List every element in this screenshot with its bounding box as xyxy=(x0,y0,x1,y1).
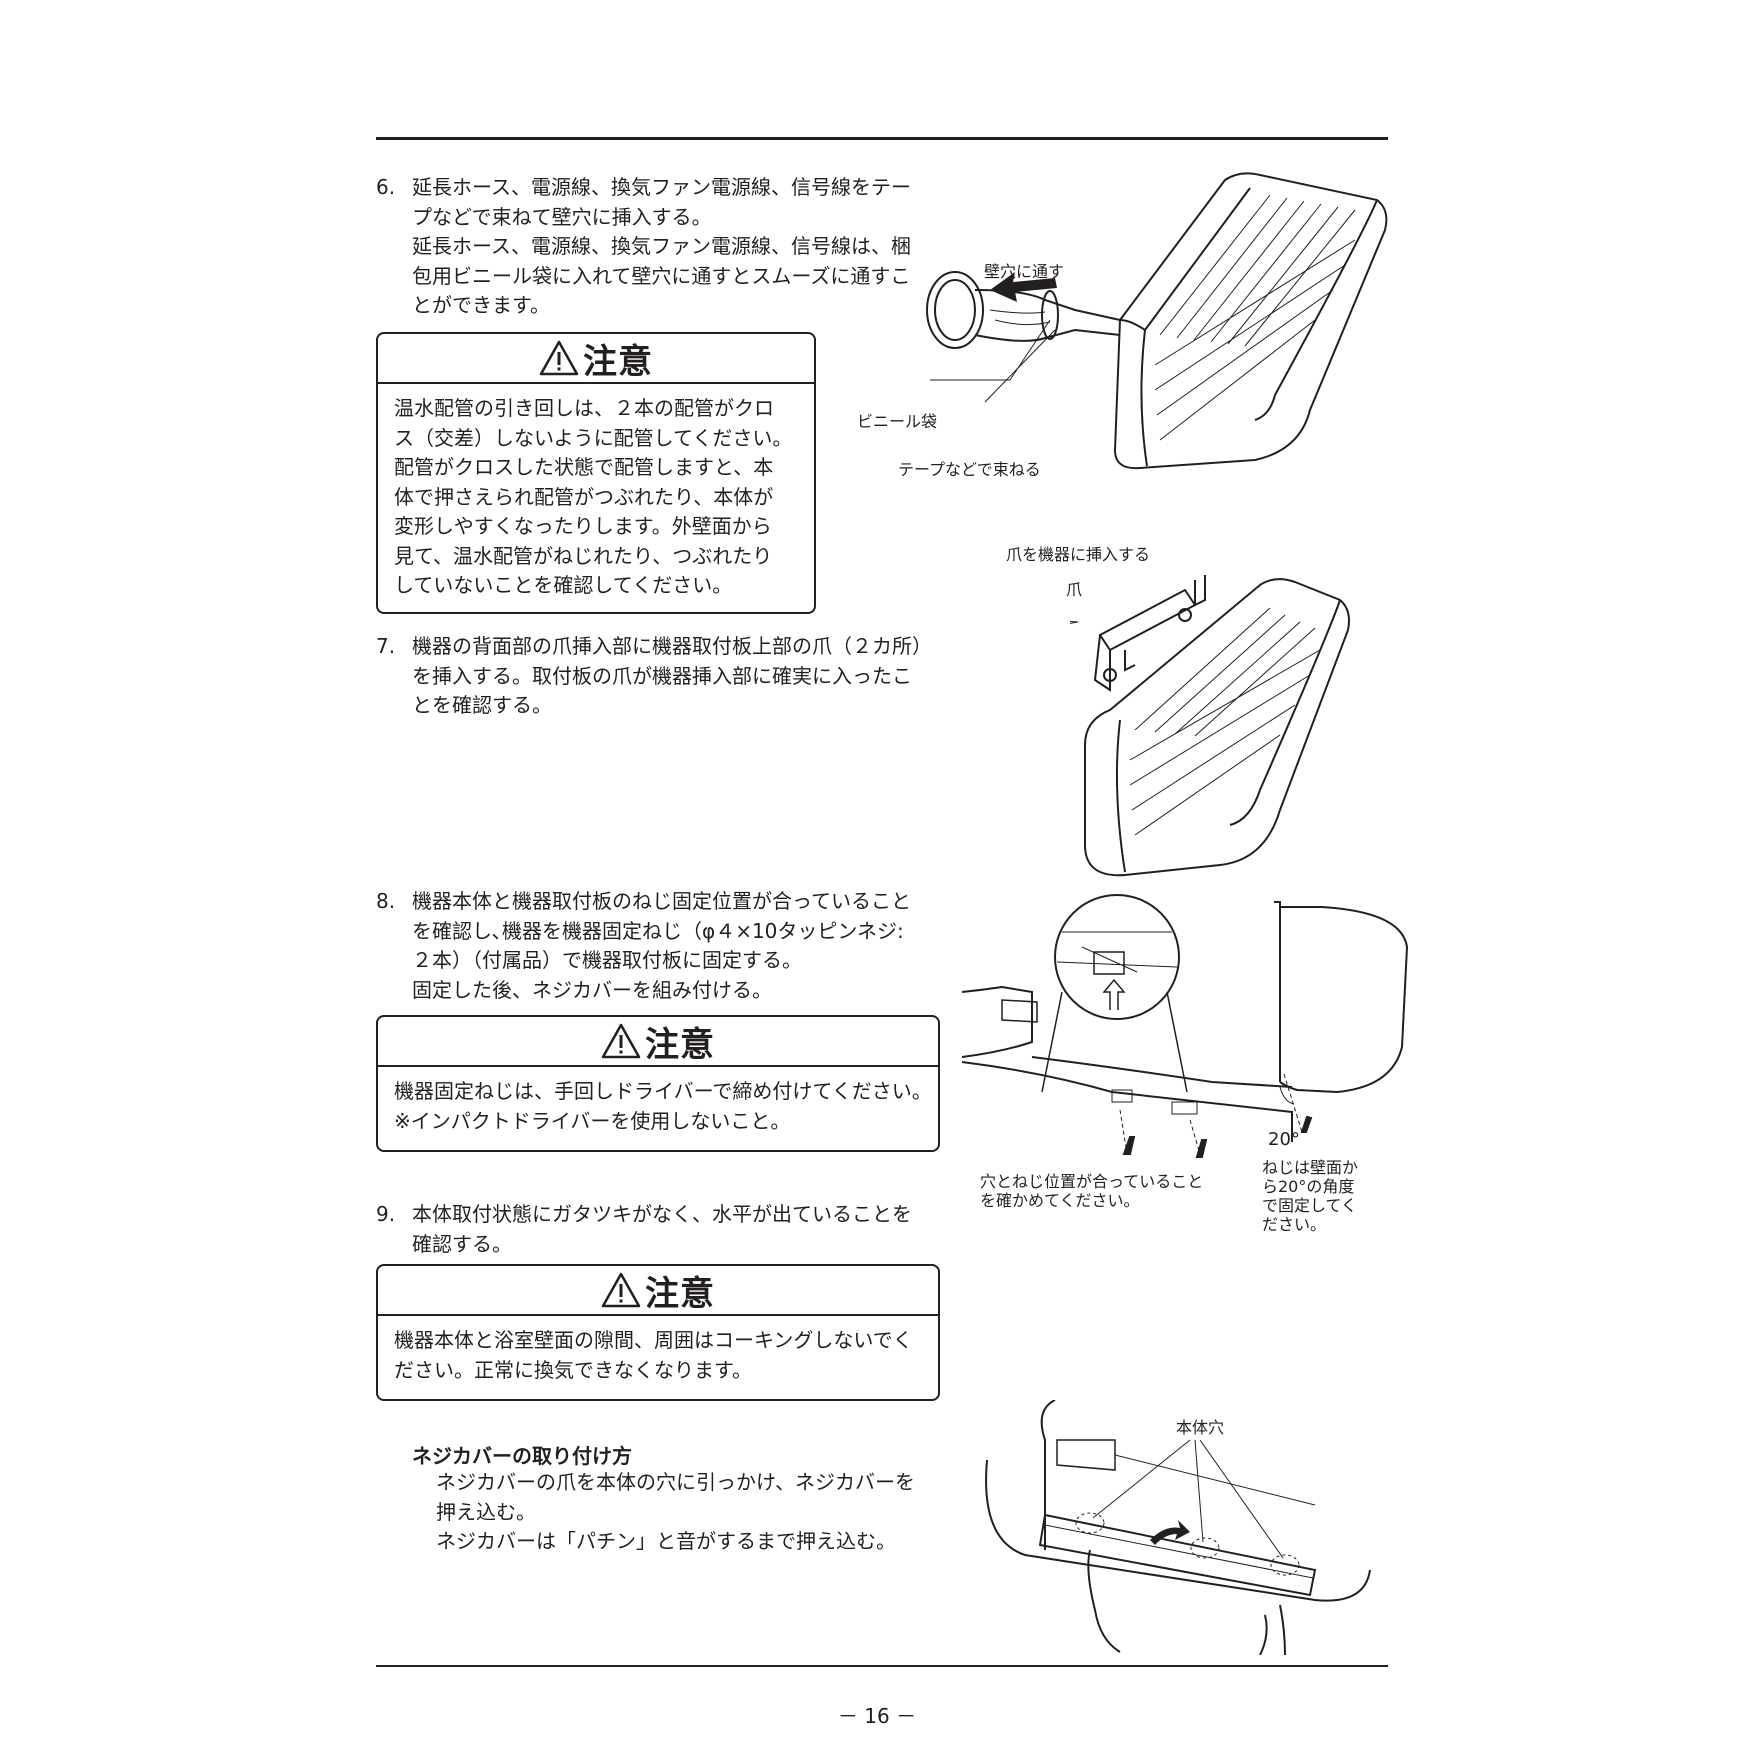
text-line: ※インパクトドライバーを使用しないこと。 xyxy=(394,1108,791,1133)
claw-insert-illustration xyxy=(1070,575,1350,877)
caution-body: 機器本体と浴室壁面の隙間、周囲はコーキングしないでく ださい。正常に換気できなく… xyxy=(378,1316,938,1385)
screw-cover-illustration xyxy=(985,1400,1371,1655)
text-line: 機器の背面部の爪挿入部に機器取付板上部の爪（２カ所） xyxy=(412,634,932,658)
label-insert-claw: 爪を機器に挿入する xyxy=(1006,545,1151,564)
text-line: 機器本体と機器取付板のねじ固定位置が合っていること xyxy=(412,889,911,913)
step-number: 9. xyxy=(376,1202,396,1226)
figure-screw-positions xyxy=(962,892,1412,1172)
text-line: プなどで束ねて壁穴に挿入する。 xyxy=(412,204,712,229)
figure-claw-insert xyxy=(1070,560,1360,880)
text-line: 機器固定ねじは、手回しドライバーで締め付けてください。 xyxy=(394,1079,932,1103)
text-line: 体で押さえられ配管がつぶれたり、本体が xyxy=(394,484,774,509)
caution-title: 注意 xyxy=(645,1024,715,1065)
text-line: を確かめてください。 xyxy=(980,1191,1140,1210)
text-line: 包用ビニール袋に入れて壁穴に通すとスムーズに通すこ xyxy=(412,263,911,288)
figure-wall-hole xyxy=(915,170,1395,480)
text-line: 確認する。 xyxy=(412,1231,512,1256)
text-line: ス（交差）しないように配管してください。 xyxy=(394,425,793,450)
label-vinyl-bag: ビニール袋 xyxy=(857,412,938,431)
text-line: 温水配管の引き回しは、２本の配管がクロ xyxy=(394,396,774,420)
screw-cover-heading: ネジカバーの取り付け方 xyxy=(412,1444,632,1468)
text-line: ら20°の角度 xyxy=(1262,1177,1355,1196)
label-body-hole: 本体穴 xyxy=(1176,1418,1225,1437)
caution-header: 注意 xyxy=(378,334,814,384)
step-9: 9. 本体取付状態にガタツキがなく、水平が出ていることを 確認する。 xyxy=(376,1200,912,1259)
screw-cover-text: ネジカバーの爪を本体の穴に引っかけ、ネジカバーを 押え込む。 ネジカバーは「パチ… xyxy=(400,1468,915,1557)
caution-title: 注意 xyxy=(645,1273,715,1314)
text-line: 穴とねじ位置が合っていること xyxy=(980,1172,1204,1191)
text-line: 押え込む。 xyxy=(436,1499,536,1524)
caution-box-caulking: 注意 機器本体と浴室壁面の隙間、周囲はコーキングしないでく ださい。正常に換気で… xyxy=(376,1264,940,1401)
text-line: ネジカバーは「パチン」と音がするまで押え込む。 xyxy=(436,1529,896,1553)
text-line: 配管がクロスした状態で配管しますと、本 xyxy=(394,455,774,479)
warning-triangle-icon xyxy=(601,1272,641,1308)
step-7: 7. 機器の背面部の爪挿入部に機器取付板上部の爪（２カ所） を挿入する。取付板の… xyxy=(376,632,932,721)
text-line: を挿入する。取付板の爪が機器挿入部に確実に入ったこ xyxy=(412,663,912,688)
caution-body: 温水配管の引き回しは、２本の配管がクロ ス（交差）しないように配管してください。… xyxy=(378,384,814,601)
step-number: 8. xyxy=(376,889,396,913)
caution-body: 機器固定ねじは、手回しドライバーで締め付けてください。 ※インパクトドライバーを… xyxy=(378,1067,938,1136)
caution-header: 注意 xyxy=(378,1266,938,1316)
caution-box-piping: 注意 温水配管の引き回しは、２本の配管がクロ ス（交差）しないように配管してくだ… xyxy=(376,332,816,614)
text-line: 本体取付状態にガタツキがなく、水平が出ていることを xyxy=(412,1202,912,1226)
text-line: ２本）（付属品）で機器取付板に固定する。 xyxy=(412,948,802,972)
figure-screw-cover xyxy=(985,1400,1375,1655)
text-line: 固定した後、ネジカバーを組み付ける。 xyxy=(412,977,772,1002)
top-rule xyxy=(376,137,1388,140)
step-number: 7. xyxy=(376,634,396,658)
bottom-rule xyxy=(376,1665,1388,1667)
label-tape: テープなどで束ねる xyxy=(898,460,1041,479)
step-number: 6. xyxy=(376,175,396,199)
text-line: ださい。 xyxy=(1262,1215,1327,1234)
warning-triangle-icon xyxy=(539,340,579,376)
page-number: － 16 － xyxy=(837,1704,917,1728)
label-claw: 爪 xyxy=(1066,580,1083,599)
caution-box-screw: 注意 機器固定ねじは、手回しドライバーで締め付けてください。 ※インパクトドライ… xyxy=(376,1015,940,1152)
unit-insert-illustration xyxy=(926,172,1388,470)
text-line: で固定してく xyxy=(1262,1196,1358,1215)
label-angle-note: ねじは壁面か ら20°の角度 で固定してく ださい。 xyxy=(1262,1158,1358,1234)
caution-header: 注意 xyxy=(378,1017,938,1067)
text-line: 変形しやすくなったりします。外壁面から xyxy=(394,514,772,538)
text-line: を確認し､機器を機器固定ねじ（φ４×10タッピンネジ: xyxy=(412,918,904,943)
label-wall-hole: 壁穴に通す xyxy=(984,262,1065,281)
text-line: 延長ホース、電源線、換気ファン電源線、信号線は、梱 xyxy=(412,234,911,258)
text-line: 機器本体と浴室壁面の隙間、周囲はコーキングしないでく xyxy=(394,1328,913,1352)
warning-triangle-icon xyxy=(601,1023,641,1059)
text-line: ださい。正常に換気できなくなります。 xyxy=(394,1357,752,1382)
label-hole-alignment: 穴とねじ位置が合っていること を確かめてください。 xyxy=(980,1172,1203,1210)
text-line: 見て、温水配管がねじれたり、つぶれたり xyxy=(394,543,773,568)
caution-title: 注意 xyxy=(583,341,653,382)
text-line: していないことを確認してください。 xyxy=(394,573,733,597)
text-line: とを確認する。 xyxy=(412,693,552,717)
text-line: 延長ホース、電源線、換気ファン電源線、信号線をテー xyxy=(412,175,911,199)
step-8: 8. 機器本体と機器取付板のねじ固定位置が合っていること を確認し､機器を機器固… xyxy=(376,887,911,1005)
text-line: とができます。 xyxy=(412,293,550,317)
step-6: 6. 延長ホース、電源線、換気ファン電源線、信号線をテー プなどで束ねて壁穴に挿… xyxy=(376,173,911,321)
text-line: ネジカバーの爪を本体の穴に引っかけ、ネジカバーを xyxy=(436,1470,915,1494)
text-line: ねじは壁面か xyxy=(1262,1158,1359,1177)
screw-fix-illustration xyxy=(962,894,1409,1158)
label-angle: 20° xyxy=(1268,1129,1300,1150)
